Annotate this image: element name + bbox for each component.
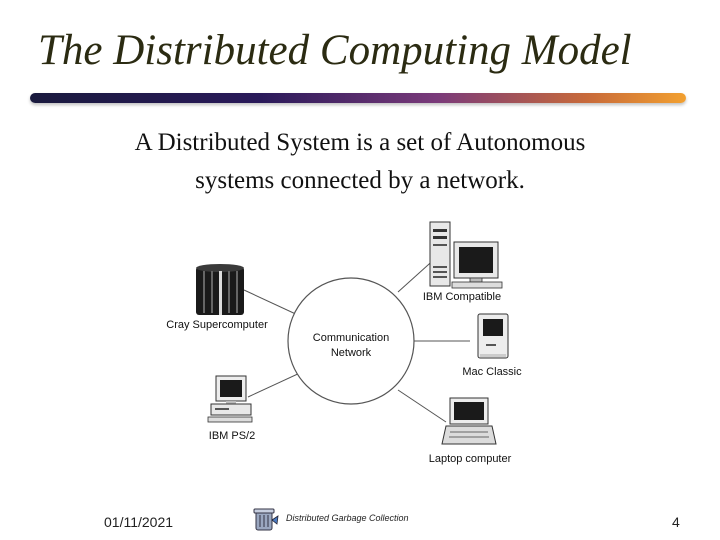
footer-presentation-title: Distributed Garbage Collection (286, 513, 409, 523)
label-ibm-compatible: IBM Compatible (423, 291, 501, 303)
cray-supercomputer-icon (196, 264, 244, 315)
ibm-ps2-icon (207, 375, 253, 423)
connector-ibm-ps2 (247, 371, 303, 398)
mac-classic-icon (477, 313, 509, 359)
footer-page-number: 4 (672, 514, 680, 530)
laptop-icon (441, 397, 497, 445)
title-underline-bar (30, 93, 686, 103)
label-mac-classic: Mac Classic (462, 366, 522, 378)
label-laptop-computer: Laptop computer (429, 453, 512, 465)
subtitle-line-2: systems connected by a network. (195, 167, 525, 194)
label-ibm-ps2: IBM PS/2 (209, 430, 255, 442)
slide-subtitle: A Distributed System is a set of Autonom… (60, 124, 660, 200)
connector-cray (243, 289, 301, 317)
ibm-compatible-pc-icon (429, 221, 503, 289)
label-cray-supercomputer: Cray Supercomputer (166, 319, 268, 331)
connector-laptop (397, 389, 447, 423)
communication-network-hub (287, 277, 415, 405)
recycle-bin-icon (253, 508, 279, 531)
hub-label-line-1: Communication (313, 332, 389, 344)
subtitle-line-1: A Distributed System is a set of Autonom… (134, 129, 586, 156)
slide-title: The Distributed Computing Model (38, 27, 632, 74)
hub-label-line-2: Network (331, 347, 372, 359)
footer-date: 01/11/2021 (104, 514, 174, 530)
